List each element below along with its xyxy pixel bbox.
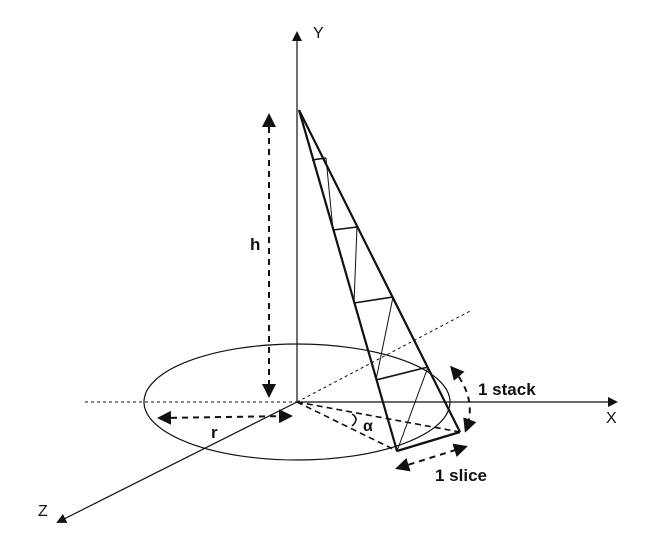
stack-rung bbox=[375, 366, 429, 381]
stack-diagonal bbox=[353, 226, 358, 304]
stack-rung bbox=[353, 296, 394, 304]
slice-base-edge bbox=[396, 430, 461, 453]
radius-label: r bbox=[211, 423, 218, 442]
stack-diagonal bbox=[375, 296, 394, 381]
stack-arrow bbox=[450, 365, 477, 433]
cone-slice bbox=[297, 109, 461, 453]
z-axis-negative-dotted bbox=[296, 309, 473, 403]
slice-label: 1 slice bbox=[435, 466, 487, 485]
slice-left-edge bbox=[297, 109, 399, 452]
z-axis bbox=[56, 401, 298, 523]
z-axis-label: Z bbox=[38, 503, 48, 520]
angle-arc bbox=[351, 413, 357, 427]
y-axis-label: Y bbox=[313, 25, 324, 42]
stack-diagonal bbox=[396, 366, 429, 452]
stack-rung bbox=[311, 157, 327, 161]
height-label: h bbox=[250, 235, 260, 254]
angle-label: α bbox=[363, 418, 373, 435]
slice-radius-line-2 bbox=[296, 401, 461, 433]
stack-diagonal bbox=[325, 157, 334, 231]
slice-radius-line-1 bbox=[296, 401, 398, 452]
slice-right-edge bbox=[298, 109, 461, 433]
radius-arrow bbox=[157, 409, 293, 425]
x-axis-label: X bbox=[606, 410, 617, 427]
slice-arrow bbox=[395, 443, 468, 472]
stack-rung bbox=[332, 226, 358, 231]
stack-label: 1 stack bbox=[478, 380, 536, 399]
